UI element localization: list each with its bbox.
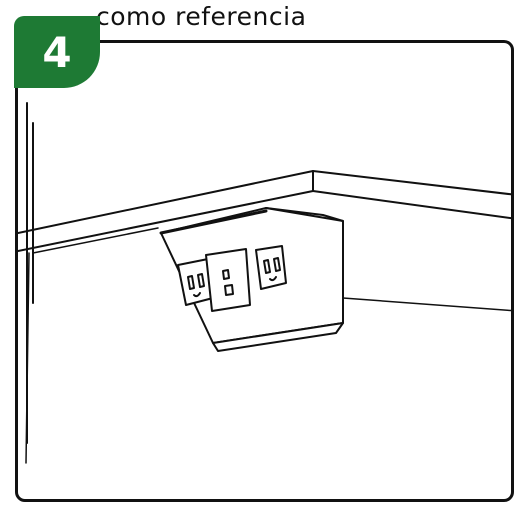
outlet-top-slot [159,209,268,235]
desk-side-edge [312,170,511,220]
right-receptacle [255,245,287,290]
illustration-frame [15,40,514,502]
usb-module [205,248,251,312]
step-number: 4 [42,27,72,77]
desk-front-edge [18,190,314,252]
desk-underside-right [342,297,511,312]
step-badge: 4 [14,16,100,88]
outlet-bottom-face [212,322,344,352]
outlet-front-face [160,207,344,344]
outlet-illustration [18,102,511,464]
step-caption: como referencia [96,2,307,31]
wall-line [25,252,30,464]
outlet-side-face [265,207,344,222]
desk-underside [32,227,159,254]
